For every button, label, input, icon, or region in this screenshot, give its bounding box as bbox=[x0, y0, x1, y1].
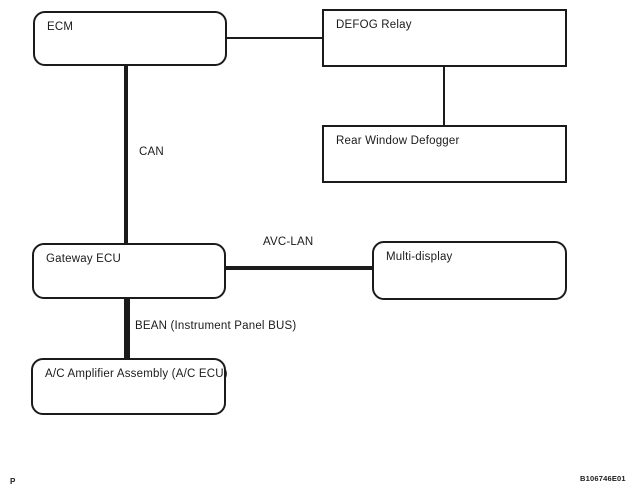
node-ac-amplifier-label: A/C Amplifier Assembly (A/C ECU) bbox=[45, 368, 228, 380]
node-defog-relay: DEFOG Relay bbox=[322, 9, 567, 67]
can-bus-line bbox=[124, 63, 128, 245]
node-ac-amplifier: A/C Amplifier Assembly (A/C ECU) bbox=[31, 358, 228, 415]
node-gateway-ecu: Gateway ECU bbox=[32, 243, 226, 299]
figure-code: B106746E01 bbox=[580, 474, 626, 483]
node-gateway-ecu-label: Gateway ECU bbox=[46, 253, 122, 265]
bean-bus-label: BEAN (Instrument Panel BUS) bbox=[135, 320, 297, 332]
node-ecm: ECM bbox=[33, 11, 227, 66]
node-multi-display: Multi-display bbox=[372, 241, 567, 300]
node-defog-relay-label: DEFOG Relay bbox=[336, 19, 412, 31]
connector-ecm-defog-relay bbox=[225, 37, 324, 39]
node-rear-window-defogger-label: Rear Window Defogger bbox=[336, 135, 460, 147]
can-bus-label: CAN bbox=[139, 146, 164, 158]
node-ecm-label: ECM bbox=[47, 21, 74, 33]
bean-bus-line bbox=[124, 297, 130, 360]
avc-lan-bus-line bbox=[224, 266, 374, 270]
page-marker: P bbox=[10, 477, 16, 486]
node-rear-window-defogger: Rear Window Defogger bbox=[322, 125, 567, 183]
connector-defog-relay-defogger bbox=[443, 65, 445, 127]
avc-lan-bus-label: AVC-LAN bbox=[263, 236, 314, 248]
node-multi-display-label: Multi-display bbox=[386, 251, 453, 263]
